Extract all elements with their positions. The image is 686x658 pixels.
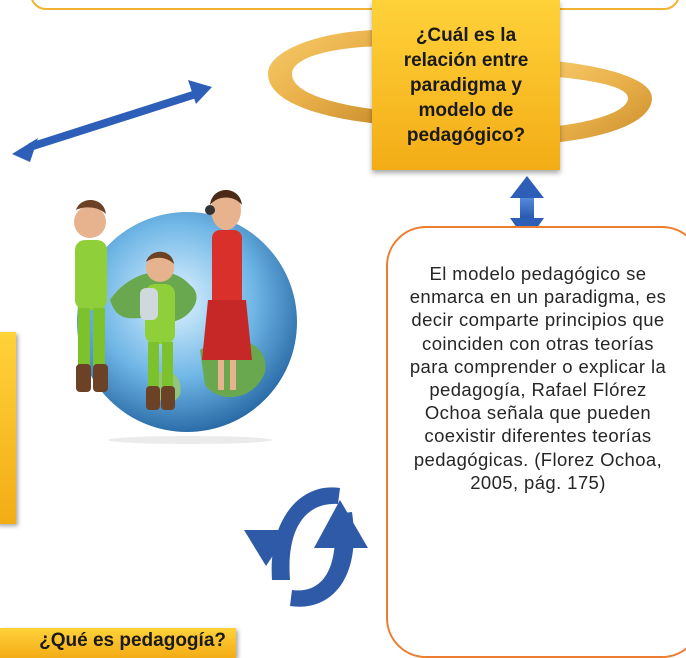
left-card: [0, 332, 16, 524]
question-box: ¿Cuál es la relación entre paradigma y m…: [372, 0, 560, 170]
globe-with-characters-icon: [74, 190, 297, 444]
refresh-arrows-icon: [244, 487, 368, 607]
bottom-label-text: ¿Qué es pedagogía?: [39, 630, 226, 651]
question-text: ¿Cuál es la relación entre paradigma y m…: [403, 24, 529, 146]
bottom-label-box: ¿Qué es pedagogía?: [0, 628, 236, 658]
answer-text: El modelo pedagógico se enmarca en un pa…: [409, 263, 667, 493]
double-arrow-diagonal-icon: [12, 80, 212, 162]
